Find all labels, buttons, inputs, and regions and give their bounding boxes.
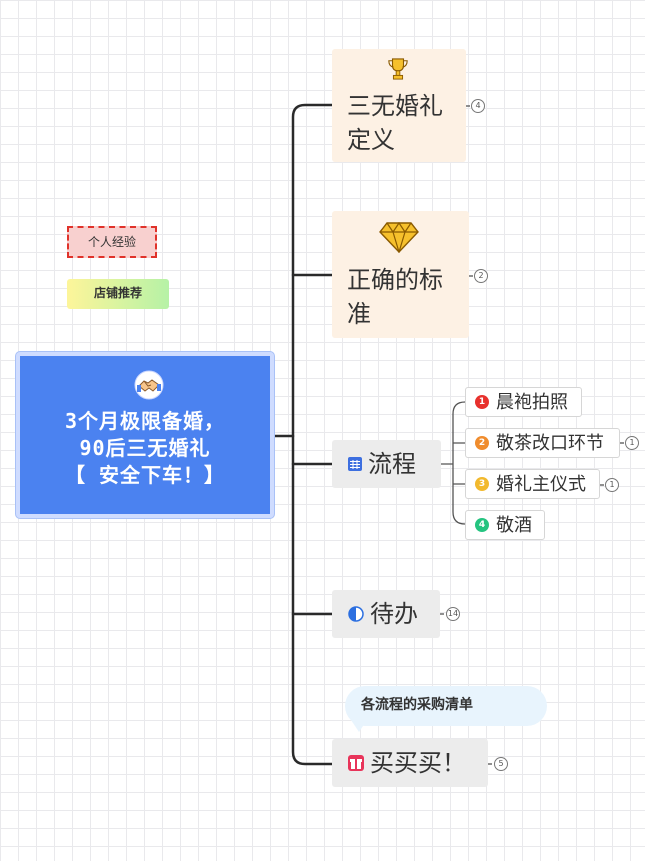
tag-label: 个人经验 [87,235,136,249]
process-item-tea[interactable]: 2 敬茶改口环节 [465,428,620,458]
subtopic-count-badge[interactable]: 2 [474,269,488,283]
item-label: 晨袍拍照 [496,392,568,413]
branch-process[interactable]: 流程 [332,440,441,488]
grid-icon [348,457,362,471]
branch-title: 三无婚礼 定义 [347,92,443,154]
subtopic-count-badge[interactable]: 4 [471,99,485,113]
number-badge: 4 [475,518,489,532]
process-item-photo[interactable]: 1 晨袍拍照 [465,387,582,417]
callout-tail [351,720,367,732]
diamond-icon [379,221,419,253]
branch-title: 买买买！ [370,749,466,777]
tag-shop-recommendation[interactable]: 店铺推荐 [67,279,169,309]
branch-title: 待办 [370,600,418,628]
branch-todo[interactable]: 待办 [332,590,440,638]
trophy-icon [388,58,408,80]
tag-personal-experience[interactable]: 个人经验 [67,226,157,258]
gift-icon [348,755,364,771]
callout-text: 各流程的采购清单 [361,697,473,713]
branch-definition[interactable]: 三无婚礼 定义 [332,49,466,162]
subtopic-count-badge[interactable]: 1 [605,478,619,492]
branch-title: 流程 [368,450,416,478]
item-label: 敬茶改口环节 [496,433,604,454]
root-topic[interactable]: 3个月极限备婚， 90后三无婚礼 【 安全下车！】 [16,352,274,518]
handshake-icon [134,370,164,400]
root-title: 3个月极限备婚， 90后三无婚礼 【 安全下车！】 [64,409,226,487]
pie-progress-icon [348,606,364,622]
branch-shopping[interactable]: 买买买！ [332,739,488,787]
tag-label: 店铺推荐 [93,286,142,300]
number-badge: 3 [475,477,489,491]
branch-standard[interactable]: 正确的标 准 [332,211,469,338]
item-label: 婚礼主仪式 [496,474,586,495]
branch-title: 正确的标 准 [347,266,443,328]
process-item-ceremony[interactable]: 3 婚礼主仪式 [465,469,600,499]
main-trunk [291,103,334,766]
number-badge: 2 [475,436,489,450]
callout-bubble[interactable]: 各流程的采购清单 [345,686,547,726]
process-item-toast[interactable]: 4 敬酒 [465,510,545,540]
subtopic-count-badge[interactable]: 14 [446,607,460,621]
item-label: 敬酒 [496,515,532,536]
subtopic-count-badge[interactable]: 1 [625,436,639,450]
subtopic-count-badge[interactable]: 5 [494,757,508,771]
process-connectors [441,401,466,525]
number-badge: 1 [475,395,489,409]
